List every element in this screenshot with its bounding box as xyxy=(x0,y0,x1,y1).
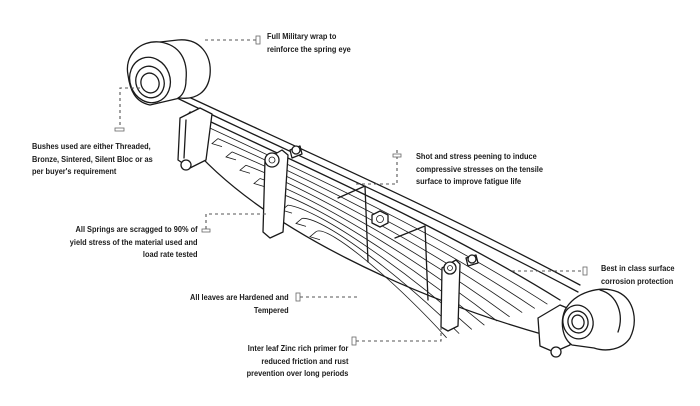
annotation-shot-peening: Shot and stress peening to induce compre… xyxy=(416,150,543,188)
right-spring-eye xyxy=(561,288,635,351)
leaf-9 xyxy=(301,217,460,334)
leaf-2 xyxy=(203,124,548,305)
leader-shot-peening xyxy=(354,150,402,185)
leaf-1 xyxy=(189,111,561,301)
leader-scragged xyxy=(201,213,268,233)
leaf-tip xyxy=(225,151,237,161)
annotation-scragged: All Springs are scragged to 90% of yield… xyxy=(70,223,198,261)
leader-zinc-primer xyxy=(351,327,442,346)
leaf-pack-bottom-edge xyxy=(185,139,546,336)
annotation-line: Shot and stress peening to induce xyxy=(416,151,537,161)
annotation-line: Best in class surface xyxy=(601,263,675,273)
leaf-tip xyxy=(253,178,265,187)
annotation-line: Full Military wrap to xyxy=(267,31,337,41)
annotation-line: Tempered xyxy=(254,304,289,315)
annotation-line: reduced friction and rust xyxy=(260,355,348,366)
annotation-line: reinforce the spring eye xyxy=(267,43,351,54)
annotation-line: Inter leaf Zinc rich primer for xyxy=(247,343,348,353)
u-bolt-clamp-right xyxy=(440,254,479,332)
left-spring-eye xyxy=(126,39,211,106)
leaf-4 xyxy=(231,151,523,313)
annotation-line: Bushes used are either Threaded, xyxy=(32,141,151,151)
main-leaf-top-edge-inner xyxy=(174,96,579,293)
annotation-zinc-primer: Inter leaf Zinc rich primer for reduced … xyxy=(246,342,348,380)
leaf-10 xyxy=(315,230,447,339)
annotation-line: All Springs are scragged to 90% of xyxy=(76,224,198,234)
center-bolt-nut xyxy=(371,210,389,228)
left-clamp xyxy=(177,107,213,171)
leader-corrosion xyxy=(512,266,588,276)
annotation-line: prevention over long periods xyxy=(246,368,348,378)
annotation-line: surface to improve fatigue life xyxy=(416,176,522,186)
leaf-tip xyxy=(239,164,251,174)
annotation-line: All leaves are Hardened and xyxy=(190,292,289,302)
leaf-tip xyxy=(309,231,321,241)
leader-hardened xyxy=(295,292,358,302)
annotation-military-wrap: Full Military wrap to reinforce the spri… xyxy=(267,30,351,55)
main-leaf-top-edge xyxy=(177,91,581,286)
leader-bushes xyxy=(114,87,140,132)
annotation-line: per buyer's requirement xyxy=(32,166,117,176)
annotation-corrosion: Best in class surface corrosion protecti… xyxy=(601,262,675,287)
leader-military-wrap xyxy=(205,35,261,45)
center-plate-right-edge xyxy=(394,225,429,301)
leaf-tip xyxy=(211,138,223,147)
center-plate-left-edge xyxy=(337,185,369,263)
annotation-line: load rate tested xyxy=(143,249,198,259)
leaf-spring-drawing xyxy=(126,39,635,358)
leaf-tip xyxy=(295,218,307,227)
u-bolt-clamp-left xyxy=(262,145,303,239)
annotation-line: yield stress of the material used and xyxy=(70,236,198,247)
annotation-line: Bronze, Sintered, Silent Bloc or as xyxy=(32,153,153,164)
annotation-line: compressive stresses on the tensile xyxy=(416,163,543,174)
leaf-3 xyxy=(217,138,536,309)
annotation-line: corrosion protection xyxy=(601,275,674,286)
annotation-bushes: Bushes used are either Threaded, Bronze,… xyxy=(32,140,153,178)
annotation-hardened: All leaves are Hardened and Tempered xyxy=(190,291,289,316)
